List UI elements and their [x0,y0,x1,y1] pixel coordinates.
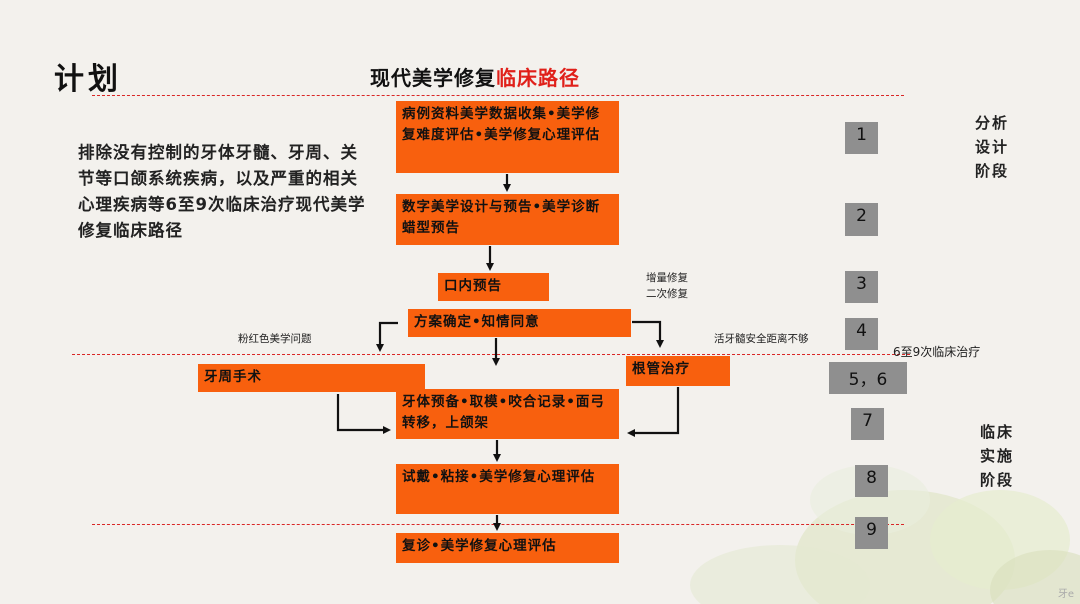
note-pulp-distance: 活牙髓安全距离不够 [714,333,809,345]
note-clinical-visits: 6至9次临床治疗 [893,345,981,359]
step-number-7: 7 [851,408,884,440]
flow-step-digital-design: 数字美学设计与预告•美学诊断蜡型预告 [396,194,619,245]
flow-step-follow-up: 复诊•美学修复心理评估 [396,533,619,563]
title-part1: 现代美学修复 [370,66,496,90]
divider-middle [72,354,910,355]
flow-step-periodontal-surgery: 牙周手术 [198,364,425,392]
flow-step-intraoral-preview: 口内预告 [438,273,549,301]
divider-top [92,95,904,96]
phase-analysis-line-3: 阶段 [975,162,1010,180]
arrow-to-perio [376,321,398,352]
phase-analysis-line-1: 分析 [975,114,1010,132]
phase-clinical-implementation: 临床 实施 阶段 [980,420,1020,492]
note-secondary: 二次修复 [646,288,688,300]
note-incremental: 增量修复 [646,272,688,284]
phase-analysis-line-2: 设计 [975,138,1010,156]
step-number-5-6: 5，6 [829,362,907,394]
phase-clinical-line-1: 临床 [980,423,1015,441]
flow-step-data-collection: 病例资料美学数据收集•美学修复难度评估•美学修复心理评估 [396,101,619,173]
arrow-root-to-prep [627,387,680,437]
step-number-2: 2 [845,203,878,236]
step-number-9: 9 [855,517,888,549]
step-number-8: 8 [855,465,888,497]
flow-step-plan-consent: 方案确定•知情同意 [408,309,631,337]
page-heading: 计划 [54,62,122,97]
step-number-3: 3 [845,271,878,303]
step-number-1: 1 [845,122,878,154]
watermark: 牙e [1057,589,1074,600]
phase-clinical-line-3: 阶段 [980,471,1015,489]
phase-analysis-design: 分析 设计 阶段 [975,111,1015,183]
arrow-perio-to-prep [336,394,391,434]
phase-clinical-line-2: 实施 [980,447,1015,465]
intro-text: 排除没有控制的牙体牙髓、牙周、关节等口颌系统疾病，以及严重的相关心理疾病等6至9… [78,143,366,240]
flow-step-try-in: 试戴•粘接•美学修复心理评估 [396,464,619,514]
arrow-to-root [632,320,664,348]
diagram-title: 现代美学修复临床路径 [370,62,580,91]
step-number-4: 4 [845,318,878,350]
flow-step-root-canal: 根管治疗 [626,356,730,386]
flow-step-tooth-preparation: 牙体预备•取模•咬合记录•面弓转移，上颌架 [396,389,619,439]
note-pink-aesthetics: 粉红色美学问题 [238,333,312,345]
title-part2: 临床路径 [496,66,580,90]
